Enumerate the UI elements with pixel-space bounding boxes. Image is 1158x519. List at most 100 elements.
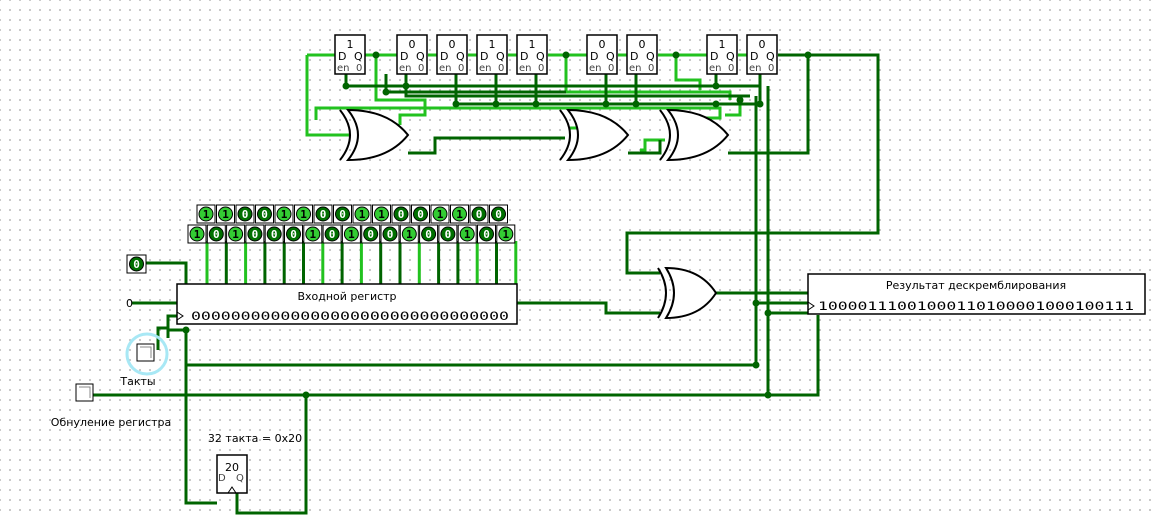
lfsr-d-label: D xyxy=(710,50,718,63)
input-pin-row2-9[interactable]: 1 xyxy=(341,224,361,244)
counter: 32 такта = 0x20 20 D Q xyxy=(208,432,302,494)
junction-dot xyxy=(804,51,812,59)
input-pin-row1-16[interactable]: 0 xyxy=(489,204,508,224)
lfsr-q-label: Q xyxy=(726,50,735,63)
junction-dot xyxy=(764,309,772,317)
input-pin-row1-9[interactable]: 1 xyxy=(352,204,372,224)
input-pin-row2-value: 1 xyxy=(348,228,355,241)
lfsr-bit-value: 1 xyxy=(529,38,536,51)
xor-gate-output xyxy=(657,266,718,320)
input-pin-row1-2[interactable]: 1 xyxy=(216,204,235,224)
junction-dot xyxy=(532,100,540,108)
lfsr-bit-value: 0 xyxy=(599,38,606,51)
input-pin-row1-value: 1 xyxy=(378,208,385,221)
input-pin-row1-value: 0 xyxy=(495,208,502,221)
input-pin-row1-value: 0 xyxy=(261,208,268,221)
input-pin-row1-5[interactable]: 1 xyxy=(274,204,294,224)
counter-q-label: Q xyxy=(236,473,244,484)
lfsr-en-label: en xyxy=(629,63,642,74)
junction-dot xyxy=(302,391,310,399)
input-pin-row1-1[interactable]: 1 xyxy=(196,204,216,224)
input-pin-row2-16[interactable]: 0 xyxy=(477,224,496,244)
lfsr-d-label: D xyxy=(338,50,346,63)
input-pin-row1-13[interactable]: 1 xyxy=(430,204,450,224)
lfsr-en-label: en xyxy=(749,63,762,74)
lfsr-q-label: Q xyxy=(354,50,363,63)
junction-dot xyxy=(382,88,390,96)
lfsr-zero-label: 0 xyxy=(728,63,734,74)
lfsr-en-label: en xyxy=(519,63,532,74)
lfsr-q-label: Q xyxy=(536,50,545,63)
input-pin-row2-11[interactable]: 0 xyxy=(380,224,400,244)
input-pin-row2-value: 0 xyxy=(425,228,432,241)
input-pin-row1-10[interactable]: 1 xyxy=(372,204,391,224)
clock-button[interactable]: Такты xyxy=(119,332,169,388)
input-pin-row2-value: 0 xyxy=(483,228,490,241)
input-pin-row1-value: 0 xyxy=(417,208,424,221)
input-pin-row1-value: 0 xyxy=(398,208,405,221)
input-pin-row2-8[interactable]: 0 xyxy=(322,224,342,244)
lfsr-d-label: D xyxy=(400,50,408,63)
lfsr-d-label: D xyxy=(480,50,488,63)
junction-dot xyxy=(372,51,380,59)
junction-dot xyxy=(452,100,460,108)
input-pin-row1-12[interactable]: 0 xyxy=(411,204,430,224)
xor-gate-2 xyxy=(559,108,630,162)
input-pin-row2-value: 0 xyxy=(252,228,259,241)
input-pin-row2-4[interactable]: 0 xyxy=(245,224,265,244)
lfsr-q-label: Q xyxy=(606,50,615,63)
input-pin-row2-3[interactable]: 1 xyxy=(226,224,246,244)
junction-dot xyxy=(182,326,190,334)
input-pin-row2-value: 0 xyxy=(445,228,452,241)
input-pin-row2-15[interactable]: 1 xyxy=(457,224,477,244)
input-pin-row2-7[interactable]: 1 xyxy=(303,224,323,244)
lfsr-en-label: en xyxy=(479,63,492,74)
lfsr-d-label: D xyxy=(440,50,448,63)
wire-junctions xyxy=(182,51,812,399)
lfsr-zero-label: 0 xyxy=(356,63,362,74)
lfsr-bit-value: 1 xyxy=(489,38,496,51)
input-pin-row1-11[interactable]: 0 xyxy=(391,204,411,224)
junction-dot xyxy=(752,299,760,307)
input-pin-row2-value: 1 xyxy=(464,228,471,241)
input-pin-row2-14[interactable]: 0 xyxy=(438,224,458,244)
input-pin-row1-7[interactable]: 0 xyxy=(313,204,333,224)
junction-dot xyxy=(752,361,760,369)
input-pin-row2-2[interactable]: 0 xyxy=(206,224,226,244)
lfsr-zero-label: 0 xyxy=(768,63,774,74)
lfsr-en-label: en xyxy=(439,63,452,74)
input-pin-row1-15[interactable]: 0 xyxy=(469,204,489,224)
input-pin-row2-12[interactable]: 1 xyxy=(399,224,419,244)
counter-d-label: D xyxy=(218,473,226,484)
input-pin-row1-3[interactable]: 0 xyxy=(235,204,255,224)
junction-dot xyxy=(562,51,570,59)
input-pin-row2-1[interactable]: 1 xyxy=(187,224,207,244)
input-pin-row2-10[interactable]: 0 xyxy=(361,224,381,244)
input-pin-row2-value: 1 xyxy=(309,228,316,241)
lfsr-bit-value: 1 xyxy=(347,38,354,51)
input-pin-row2-value: 1 xyxy=(406,228,413,241)
input-pin-row1-value: 1 xyxy=(222,208,229,221)
reset-button[interactable]: Обнуление регистра xyxy=(51,383,171,429)
input-pin-row1-8[interactable]: 0 xyxy=(333,204,352,224)
pin-small[interactable]: 0 xyxy=(126,254,147,274)
input-pin-row1-value: 1 xyxy=(281,208,288,221)
input-pin-row2-6[interactable]: 0 xyxy=(284,224,303,244)
input-pin-row1-14[interactable]: 1 xyxy=(450,204,469,224)
input-pin-row1-6[interactable]: 1 xyxy=(294,204,313,224)
lfsr-en-label: en xyxy=(399,63,412,74)
input-pin-row2-17[interactable]: 1 xyxy=(496,224,516,244)
pin-small-value: 0 xyxy=(133,258,140,271)
input-pin-row2-13[interactable]: 0 xyxy=(419,224,439,244)
input-pin-row2-5[interactable]: 0 xyxy=(264,224,284,244)
register-wires xyxy=(92,261,820,515)
lfsr-zero-label: 0 xyxy=(418,63,424,74)
xor-gate-3 xyxy=(659,108,730,162)
input-pin-row1-4[interactable]: 0 xyxy=(255,204,274,224)
lfsr-d-label: D xyxy=(590,50,598,63)
junction-dot xyxy=(672,51,680,59)
